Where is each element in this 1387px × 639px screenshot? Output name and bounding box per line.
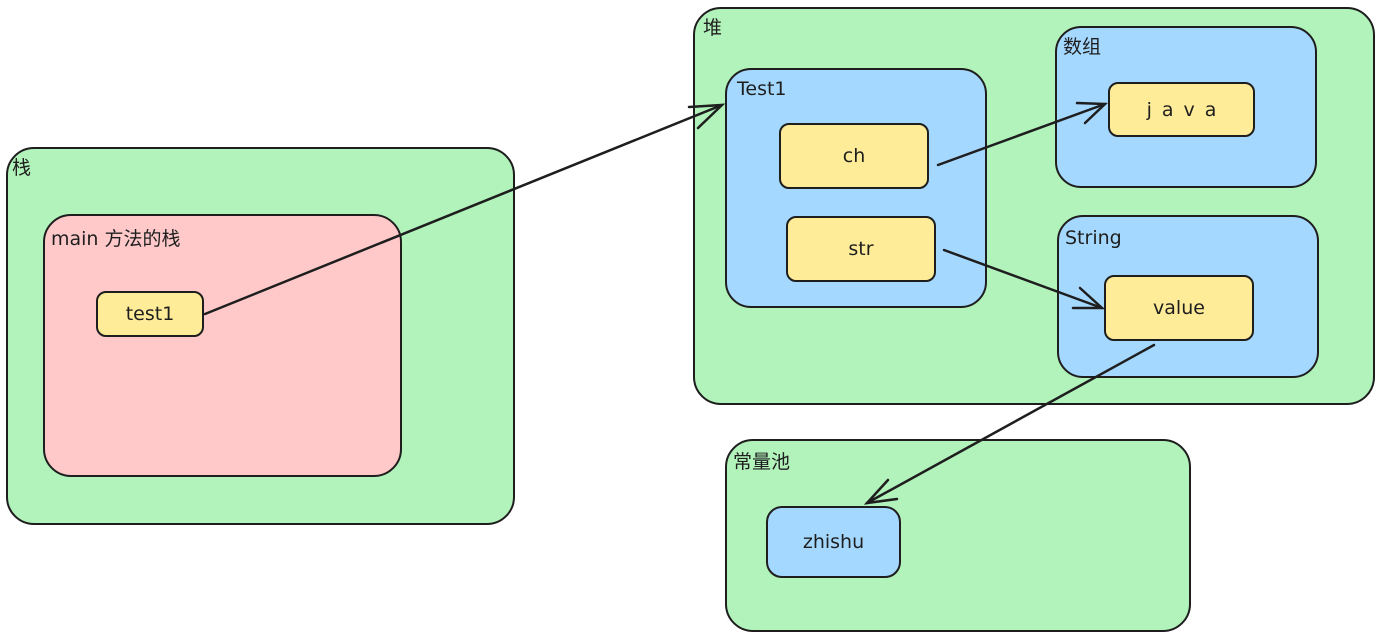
array-title: 数组 [1063, 36, 1102, 58]
variable-test1[interactable]: test1 [96, 291, 204, 337]
array-content-label: java [1146, 98, 1227, 121]
array-content-java[interactable]: java [1108, 82, 1255, 137]
object-test1-title: Test1 [737, 78, 787, 100]
constant-zhishu-label: zhishu [802, 531, 865, 553]
string-value-field[interactable]: value [1104, 275, 1254, 341]
field-ch[interactable]: ch [779, 123, 929, 189]
heap-title: 堆 [703, 17, 723, 39]
variable-test1-label: test1 [125, 303, 175, 325]
constant-zhishu[interactable]: zhishu [766, 506, 901, 578]
field-str-label: str [848, 238, 874, 260]
main-frame-title: main 方法的栈 [51, 228, 181, 250]
field-str[interactable]: str [786, 216, 936, 282]
string-title: String [1065, 227, 1122, 249]
stack-title: 栈 [12, 157, 32, 179]
field-ch-label: ch [842, 145, 866, 167]
constant-pool-title: 常量池 [733, 451, 791, 473]
string-value-label: value [1153, 297, 1205, 319]
main-frame[interactable]: main 方法的栈 [43, 214, 402, 477]
